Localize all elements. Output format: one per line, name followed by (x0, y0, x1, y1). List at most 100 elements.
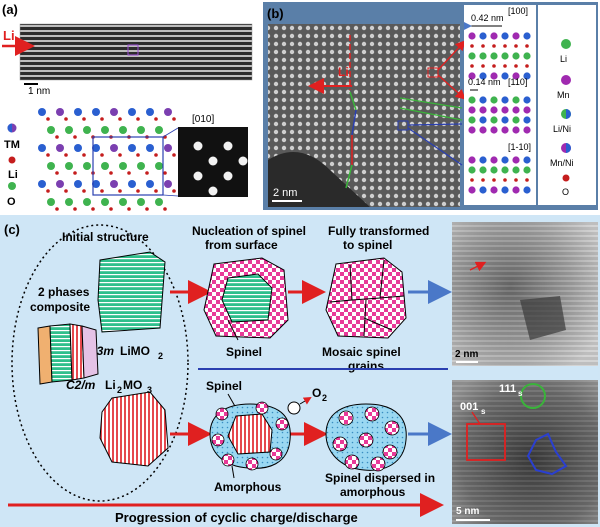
tm-atom (74, 144, 82, 152)
o-atom (64, 189, 68, 193)
li-atom (47, 162, 55, 170)
tm-atom (164, 180, 172, 188)
r3m-grain (97, 251, 166, 333)
o-atom (154, 153, 158, 157)
model-atom (512, 96, 520, 104)
tm-atom (74, 108, 82, 116)
c2m-core (227, 413, 273, 455)
simulated-atom-column (208, 156, 218, 166)
model-atom (481, 64, 485, 68)
legend-mn-marker (561, 75, 571, 85)
o-atom (55, 207, 59, 211)
tm-atom (146, 144, 154, 152)
mosaic-label-1: Mosaic spinel (322, 345, 401, 359)
model-unit-box (92, 136, 164, 196)
simulated-atom-column (208, 186, 218, 196)
o-atom (127, 171, 131, 175)
simulated-atom-column (223, 141, 233, 151)
model-atom (523, 72, 531, 80)
tm-atom (92, 144, 100, 152)
panel-b-label: (b) (267, 6, 284, 21)
spinel-nucleus (275, 417, 289, 431)
legend-o-marker-a (8, 156, 16, 164)
panel-c: (c) Initial structure R3m LiMO 2 2 phase… (0, 215, 600, 527)
atomic-model-a (38, 108, 176, 211)
simulated-atom-column (238, 156, 248, 166)
dispersed-label-2: amorphous (340, 485, 406, 499)
c2m-sub1: 2 (117, 385, 122, 395)
o-atom (82, 153, 86, 157)
o-atom (100, 153, 104, 157)
c2m-formula-li: Li (105, 378, 116, 392)
tm-atom (92, 180, 100, 188)
legend-lini-label: Li/Ni (553, 124, 571, 134)
model-atom (512, 156, 520, 164)
model-atom (490, 116, 498, 124)
spinel-nucleus (245, 457, 259, 471)
tm-atom (56, 108, 64, 116)
model-atom (503, 64, 507, 68)
tm-atom (38, 180, 46, 188)
o-atom (46, 117, 50, 121)
o-atom (64, 117, 68, 121)
legend-mnni-label: Mn/Ni (550, 158, 574, 168)
model-atom (523, 106, 531, 114)
dispersed-label-1: Spinel dispersed in (325, 471, 435, 485)
model-atom (512, 186, 520, 194)
model-atom (490, 96, 498, 104)
o-atom (136, 153, 140, 157)
spinel-nucleus (332, 436, 348, 452)
model-atom (470, 64, 474, 68)
model-atom (514, 178, 518, 182)
boundary-green-2 (345, 164, 353, 189)
model-atom (525, 178, 529, 182)
arrow-001 (471, 411, 481, 425)
model-atom (501, 96, 509, 104)
label-001-sub: s (481, 407, 486, 416)
dir-110-label: [110] (508, 77, 527, 87)
o-atom (82, 117, 86, 121)
li-atom (47, 126, 55, 134)
model-atom (468, 72, 476, 80)
o-atom (46, 153, 50, 157)
tem-top-arrow (469, 261, 487, 272)
model-atom (503, 44, 507, 48)
structure-models-atoms (468, 32, 531, 194)
li-atom (137, 198, 145, 206)
dir-1m10-label: [1-10] (508, 142, 531, 152)
model-atom (512, 72, 520, 80)
model-atom (501, 126, 509, 134)
model-atom (479, 156, 487, 164)
scale-label-b: 2 nm (273, 187, 297, 199)
initial-structure-ellipse (11, 224, 189, 502)
dark-region-b (268, 152, 370, 207)
model-atom (490, 186, 498, 194)
o-atom (118, 189, 122, 193)
model-atom (479, 186, 487, 194)
model-atom (492, 178, 496, 182)
boundary-green-1 (349, 91, 357, 111)
spinel-nucleus (382, 444, 398, 460)
highlight-box-a (127, 44, 139, 56)
legend-tm-label: TM (4, 139, 20, 151)
legend-li-label-b: Li (560, 54, 567, 64)
spinel-nucleus (221, 453, 235, 467)
panel-c-label: (c) (4, 222, 20, 237)
o2-bubble (287, 396, 312, 415)
composite-particle (37, 323, 99, 385)
spacing-mid-label: 0.14 nm (468, 77, 501, 87)
model-atom (468, 106, 476, 114)
panel-a-label: (a) (2, 2, 18, 17)
fully-label-1: Fully transformed (328, 224, 429, 238)
li-label-a: Li (3, 28, 15, 43)
model-atom (501, 52, 509, 60)
model-atom (523, 166, 531, 174)
dir-100-label: [100] (508, 6, 528, 16)
legend-li-label-a: Li (8, 169, 18, 181)
legend-o-label-b: O (562, 187, 569, 197)
li-atom (101, 162, 109, 170)
spinel-label-top: Spinel (226, 345, 262, 359)
li-atom (155, 126, 163, 134)
model-atom (479, 126, 487, 134)
legend-o-label-a: O (7, 196, 16, 208)
